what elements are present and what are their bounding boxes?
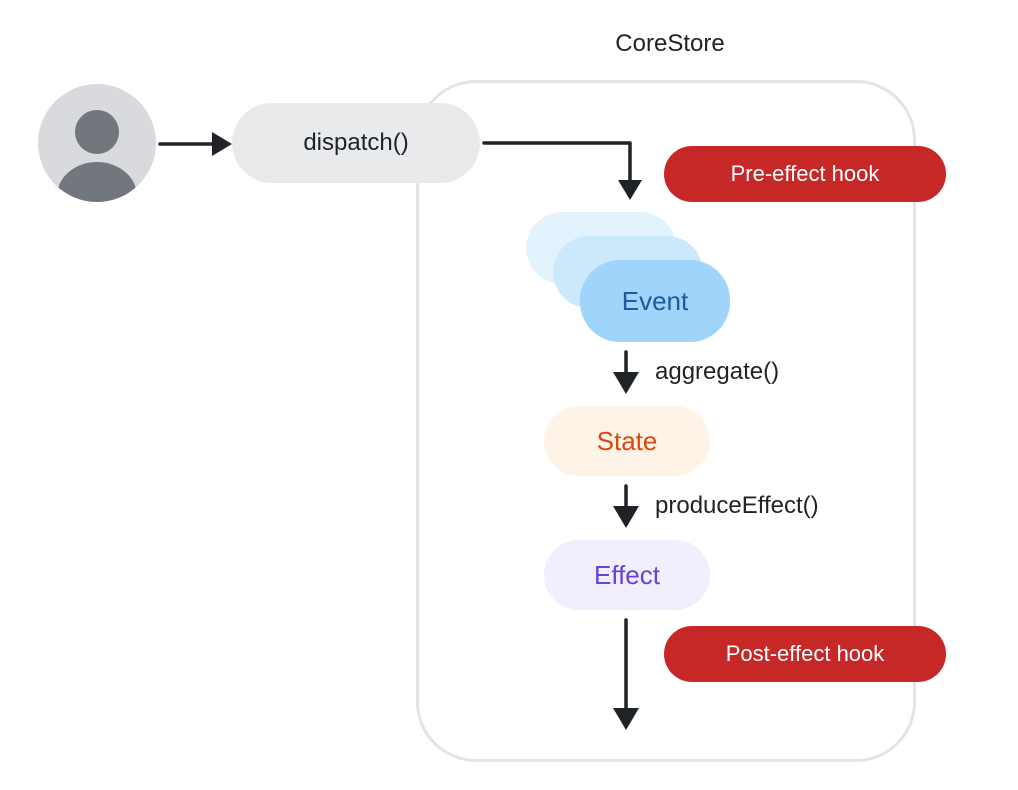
arrowhead-state <box>613 372 639 394</box>
arrowhead-effect <box>613 506 639 528</box>
arrowhead-dispatch <box>212 132 232 156</box>
effect-label: Effect <box>593 559 660 590</box>
state-node: State <box>544 406 710 476</box>
dispatch-node: dispatch() <box>232 103 480 183</box>
event-node: Event <box>580 260 730 342</box>
person-silhouette-icon <box>57 110 137 202</box>
post-effect-hook-label: Post-effect hook <box>725 641 885 666</box>
arrow-dispatch-to-store <box>482 141 632 182</box>
effect-node: Effect <box>544 540 710 610</box>
arrowhead-out <box>613 708 639 730</box>
arrowhead-store-entry <box>618 180 642 200</box>
user-avatar-icon <box>38 84 156 202</box>
post-effect-hook: Post-effect hook <box>664 626 946 682</box>
event-label: Event <box>621 285 689 316</box>
produce-effect-edge-label: produceEffect() <box>655 492 819 519</box>
dispatch-label: dispatch() <box>303 129 409 156</box>
pre-effect-hook: Pre-effect hook <box>664 146 946 202</box>
aggregate-edge-label: aggregate() <box>655 358 780 385</box>
state-label: State <box>596 425 658 456</box>
corestore-container <box>416 80 916 762</box>
pre-effect-hook-label: Pre-effect hook <box>730 161 880 186</box>
corestore-title: CoreStore <box>615 30 725 57</box>
